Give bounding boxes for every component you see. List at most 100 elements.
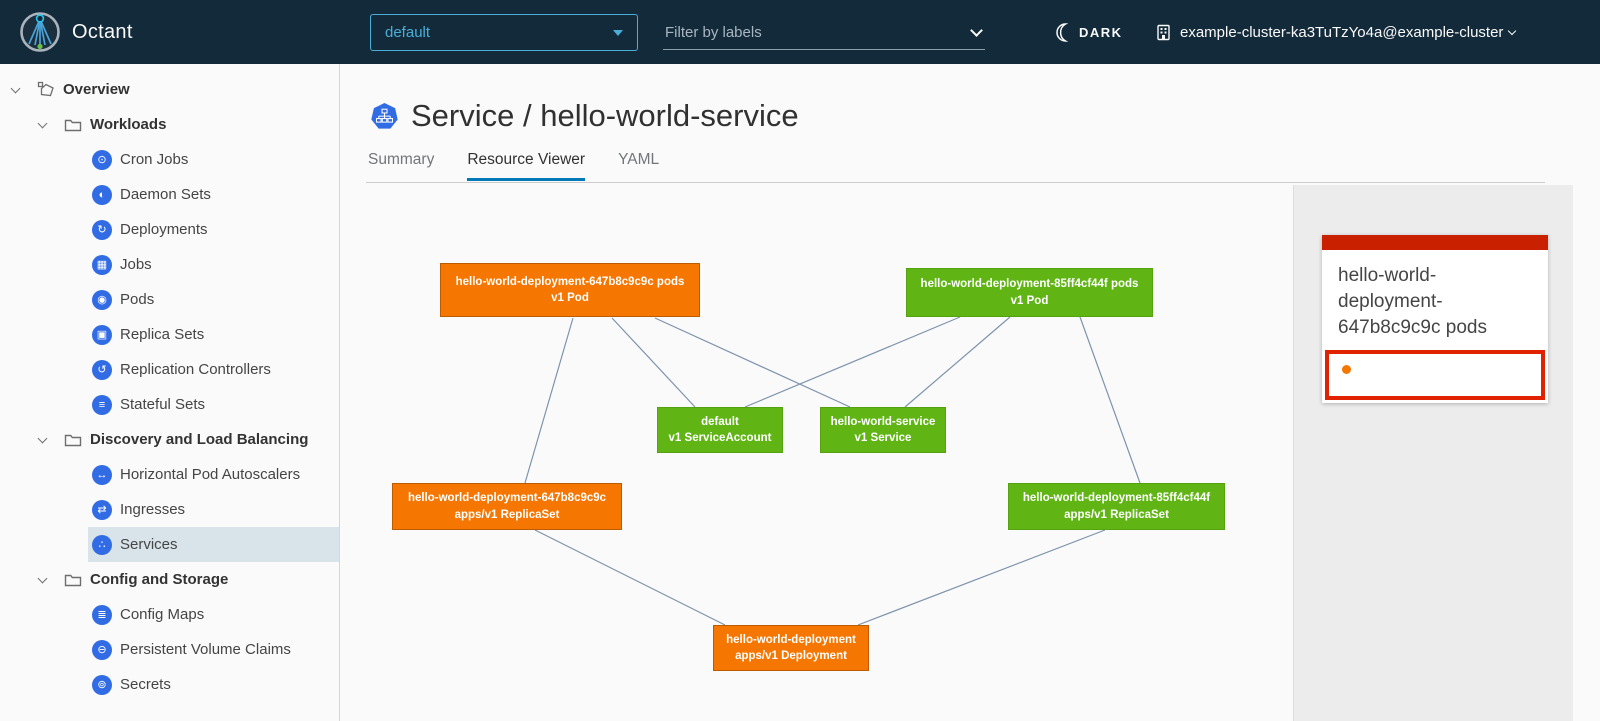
sidebar-item-deployments[interactable]: ↻Deployments	[88, 212, 339, 247]
sidebar-item-label: Replica Sets	[120, 326, 205, 343]
hpa-icon: ↔	[92, 464, 112, 485]
graph-edge	[534, 529, 726, 626]
sidebar-item-label: Jobs	[120, 256, 152, 273]
moon-icon	[1056, 22, 1069, 42]
tab-resource-viewer[interactable]: Resource Viewer	[467, 151, 586, 181]
ingresses-icon: ⇄	[92, 499, 112, 520]
graph-node-kind: v1 Pod	[551, 292, 589, 304]
sidebar-item-secrets[interactable]: ⊚ Secrets	[88, 667, 339, 702]
sidebar-item-label: Pods	[120, 291, 155, 308]
graph-edge	[654, 317, 851, 408]
cluster-selector[interactable]: example-cluster-ka3TuTzYo4a@example-clus…	[1155, 0, 1517, 64]
sidebar-item-config-and-storage[interactable]: Config and Storage	[30, 562, 339, 597]
graph-node-hello-world-deployment-85ff4cf44f[interactable]: hello-world-deployment-85ff4cf44f apps/v1…	[1008, 483, 1225, 530]
objects-icon	[37, 81, 54, 97]
page-title: Service / hello-world-service	[371, 98, 799, 134]
secrets-icon: ⊚	[92, 674, 112, 695]
graph-node-kind: v1 ServiceAccount	[668, 432, 772, 444]
configmaps-icon: ≣	[92, 604, 112, 625]
sidebar-item-label: Cron Jobs	[120, 151, 189, 168]
sidebar-item-jobs[interactable]: ▦ Jobs	[88, 247, 339, 282]
tab-yaml[interactable]: YAML	[618, 151, 660, 168]
graph-node-name: hello-world-deployment-85ff4cf44f	[1022, 492, 1211, 505]
label-filter	[663, 16, 985, 50]
graph-node-name: hello-world-deployment	[726, 633, 856, 646]
sidebar-item-replica-sets[interactable]: ▣Replica Sets	[88, 317, 339, 352]
chevron-down-icon[interactable]	[37, 573, 48, 583]
chevron-down-icon[interactable]	[37, 118, 48, 128]
graph-node-hello-world-deployment-85ff4cf44f-pods[interactable]: hello-world-deployment-85ff4cf44f pods v1…	[906, 268, 1153, 317]
pods-icon: ◉	[92, 289, 112, 310]
graph-edge	[744, 316, 961, 408]
cronjobs-icon: ⊙	[92, 149, 112, 170]
services-icon: ∴	[92, 534, 112, 555]
sidebar-item-ingresses[interactable]: ⇄ Ingresses	[88, 492, 339, 527]
label-filter-input[interactable]	[663, 24, 972, 41]
card-alert-box	[1325, 350, 1545, 400]
sidebar-item-cron-jobs[interactable]: ⊙ Cron Jobs	[88, 142, 339, 177]
sidebar-item-discovery-and-load-balancing[interactable]: Discovery and Load Balancing	[30, 422, 339, 457]
folder-icon	[64, 119, 82, 131]
graph-edge	[611, 317, 696, 408]
sidebar-item-persistent-volume-claims[interactable]: ⊖ Persistent Volume Claims	[88, 632, 339, 667]
resource-detail-panel: hello-world-deployment-647b8c9c9c pods	[1293, 185, 1573, 721]
octant-logo-icon	[20, 12, 60, 52]
graph-node-default[interactable]: default v1 ServiceAccount	[657, 407, 783, 453]
graph-node-name: hello-world-deployment-647b8c9c9c	[407, 492, 607, 505]
sidebar-item-label: Daemon Sets	[120, 186, 211, 203]
chevron-down-icon[interactable]	[970, 24, 983, 37]
graph-edges	[524, 316, 1141, 626]
graph-node-hello-world-deployment[interactable]: hello-world-deployment apps/v1 Deployment	[713, 625, 869, 671]
sidebar-item-config-maps[interactable]: ≣ Config Maps	[88, 597, 339, 632]
graph-edge	[857, 529, 1106, 626]
sidebar-item-services[interactable]: ∴ Services	[88, 527, 339, 562]
tab-summary[interactable]: Summary	[368, 151, 435, 168]
app-header: Octant default DARK example-cluster-ka3T…	[0, 0, 1600, 64]
app-brand[interactable]: Octant	[20, 0, 133, 64]
graph-node-name: default	[701, 415, 739, 428]
sidebar-item-label: Overview	[63, 81, 130, 98]
chevron-down-icon[interactable]	[10, 83, 21, 93]
graph-node-kind: apps/v1 ReplicaSet	[1064, 508, 1169, 521]
sidebar-item-horizontal-pod-autoscalers[interactable]: ↔ Horizontal Pod Autoscalers	[88, 457, 339, 492]
graph-node-kind: apps/v1 Deployment	[735, 650, 847, 662]
sidebar-item-label: Ingresses	[120, 501, 186, 518]
namespace-dropdown[interactable]: default	[370, 14, 638, 51]
page-title-text: Service / hello-world-service	[411, 98, 799, 133]
cluster-selector-label: example-cluster-ka3TuTzYo4a@example-clus…	[1180, 23, 1504, 41]
sidebar-item-overview[interactable]: Overview	[0, 72, 339, 107]
theme-toggle-button[interactable]: DARK	[1052, 0, 1123, 64]
sidebar-item-label: Stateful Sets	[120, 396, 206, 413]
sidebar-item-label: Horizontal Pod Autoscalers	[120, 466, 301, 483]
sidebar-item-label: Config and Storage	[90, 571, 229, 588]
graph-node-name: hello-world-deployment-85ff4cf44f pods	[920, 278, 1139, 291]
chevron-down-icon	[613, 29, 623, 36]
sidebar-item-daemon-sets[interactable]: ◐Daemon Sets	[88, 177, 339, 212]
pvc-icon: ⊖	[92, 639, 112, 660]
sidebar-item-label: Persistent Volume Claims	[120, 641, 291, 658]
sidebar-item-stateful-sets[interactable]: ≡Stateful Sets	[88, 387, 339, 422]
sidebar-item-label: Deployments	[120, 221, 208, 238]
folder-icon	[64, 434, 82, 446]
sidebar-item-label: Replication Controllers	[120, 361, 271, 378]
sidebar-item-label: Secrets	[120, 676, 171, 693]
card-status-bar	[1322, 235, 1548, 250]
sidebar-item-workloads[interactable]: Workloads	[30, 107, 339, 142]
graph-node-kind: v1 Pod	[1010, 294, 1049, 307]
status-dot-icon	[1342, 365, 1351, 374]
jobs-icon: ▦	[92, 254, 112, 275]
sidebar-item-label: Services	[120, 536, 178, 553]
sidebar-item-pods[interactable]: ◉ Pods	[88, 282, 339, 317]
tab-bar: Summary Resource Viewer YAML	[368, 151, 659, 181]
folder-icon	[64, 574, 82, 586]
resource-detail-card[interactable]: hello-world-deployment-647b8c9c9c pods	[1322, 235, 1548, 403]
sidebar-item-replication-controllers[interactable]: ↺Replication Controllers	[88, 352, 339, 387]
chevron-down-icon[interactable]	[37, 433, 48, 443]
graph-edge	[904, 316, 1011, 408]
sidebar-item-label: Config Maps	[120, 606, 205, 623]
